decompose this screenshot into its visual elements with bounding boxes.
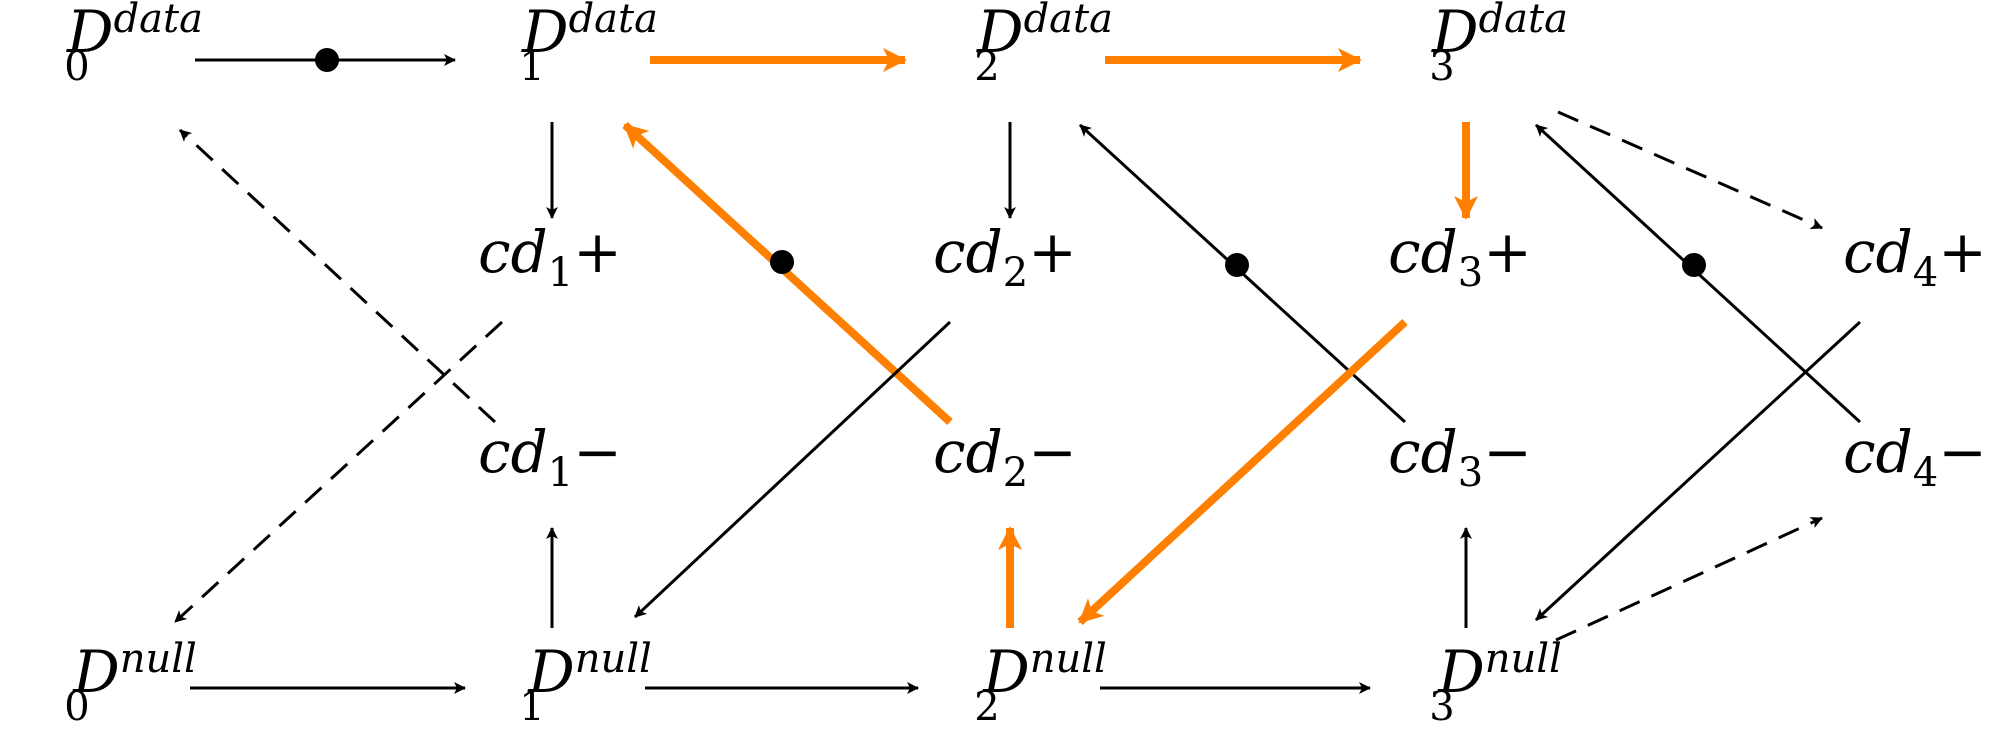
node-superscript: data [1024,0,1113,42]
node-superscript: null [575,636,652,682]
node-cd2p: cd2+ [933,218,1077,296]
node-subscript: 0 [64,44,89,90]
node-base: D [1437,638,1485,706]
node-subscript: 3 [1429,684,1454,730]
node-subscript: 0 [64,684,89,730]
node-cd1m: cd1− [478,418,622,496]
node-subscript: 2 [974,44,999,90]
edge-cd2m-to-D1data [622,122,953,425]
node-base: cd [933,418,1003,486]
node-subscript: 3 [1458,450,1483,496]
node-sign: − [1483,418,1532,486]
node-base: D [66,0,114,66]
node-subscript: 1 [548,250,573,296]
node-D3null: Dnull [1437,636,1562,706]
node-base: cd [1843,218,1913,286]
edge-layer [173,48,1862,694]
edge-cd3p-to-D2null [1077,319,1408,625]
node-subscript: 3 [1429,44,1454,90]
node-cd2m: cd2− [933,418,1077,496]
node-superscript: data [569,0,658,42]
edge-cd4p-to-D3null [1534,320,1862,622]
node-D0null: Dnull [72,636,197,706]
node-sign: − [573,418,622,486]
node-subscript: 2 [1003,450,1028,496]
node-subscript: 1 [519,44,544,90]
node-subscript: 3 [1458,250,1483,296]
node-D1null: Dnull [527,636,652,706]
node-cd3p: cd3+ [1388,218,1532,296]
node-superscript: null [120,636,197,682]
edge-D3null-to-cd4m [1555,516,1823,642]
edge-cd1p-to-D0null [173,320,504,624]
edge-dot-cd2m-to-D1data [770,250,794,274]
node-D3data: Ddata [1431,0,1568,66]
node-base: cd [933,218,1003,286]
node-base: D [72,638,120,706]
node-base: cd [1388,418,1458,486]
node-subscript: 2 [974,684,999,730]
node-superscript: null [1030,636,1107,682]
node-superscript: null [1485,636,1562,682]
node-cd1p: cd1+ [478,218,622,296]
node-sign: + [1483,218,1532,286]
node-superscript: data [1479,0,1568,42]
edge-dot-D0data-to-D1data [315,48,339,72]
node-D1data: Ddata [521,0,658,66]
edge-D3data-to-cd4p [1557,110,1823,230]
node-superscript: data [114,0,203,42]
node-cd4m: cd4− [1843,418,1987,496]
node-sign: − [1028,418,1077,486]
edge-cd2p-to-D1null [633,320,952,619]
node-subscript: 2 [1003,250,1028,296]
node-cd3m: cd3− [1388,418,1532,496]
edge-dot-cd3m-to-D2data [1225,253,1249,277]
node-base: D [976,0,1024,66]
node-base: D [521,0,569,66]
node-subscript: 4 [1913,450,1938,496]
node-D2data: Ddata [976,0,1113,66]
node-sign: + [1028,218,1077,286]
node-sign: − [1938,418,1987,486]
edge-dot-cd4m-to-D3data [1682,253,1706,277]
node-sign: + [1938,218,1987,286]
node-base: D [527,638,575,706]
node-subscript: 1 [548,450,573,496]
node-subscript: 1 [519,684,544,730]
node-sign: + [573,218,622,286]
edge-cd1m-to-D0data [178,128,497,424]
node-D2null: Dnull [982,636,1107,706]
node-base: cd [478,418,548,486]
node-layer: Ddata0Ddata1Ddata2Ddata3Dnull0Dnull1Dnul… [64,0,1987,730]
node-base: cd [478,218,548,286]
node-subscript: 4 [1913,250,1938,296]
node-base: cd [1843,418,1913,486]
node-cd4p: cd4+ [1843,218,1987,296]
node-D0data: Ddata [66,0,203,66]
node-base: D [1431,0,1479,66]
node-base: cd [1388,218,1458,286]
node-base: D [982,638,1030,706]
